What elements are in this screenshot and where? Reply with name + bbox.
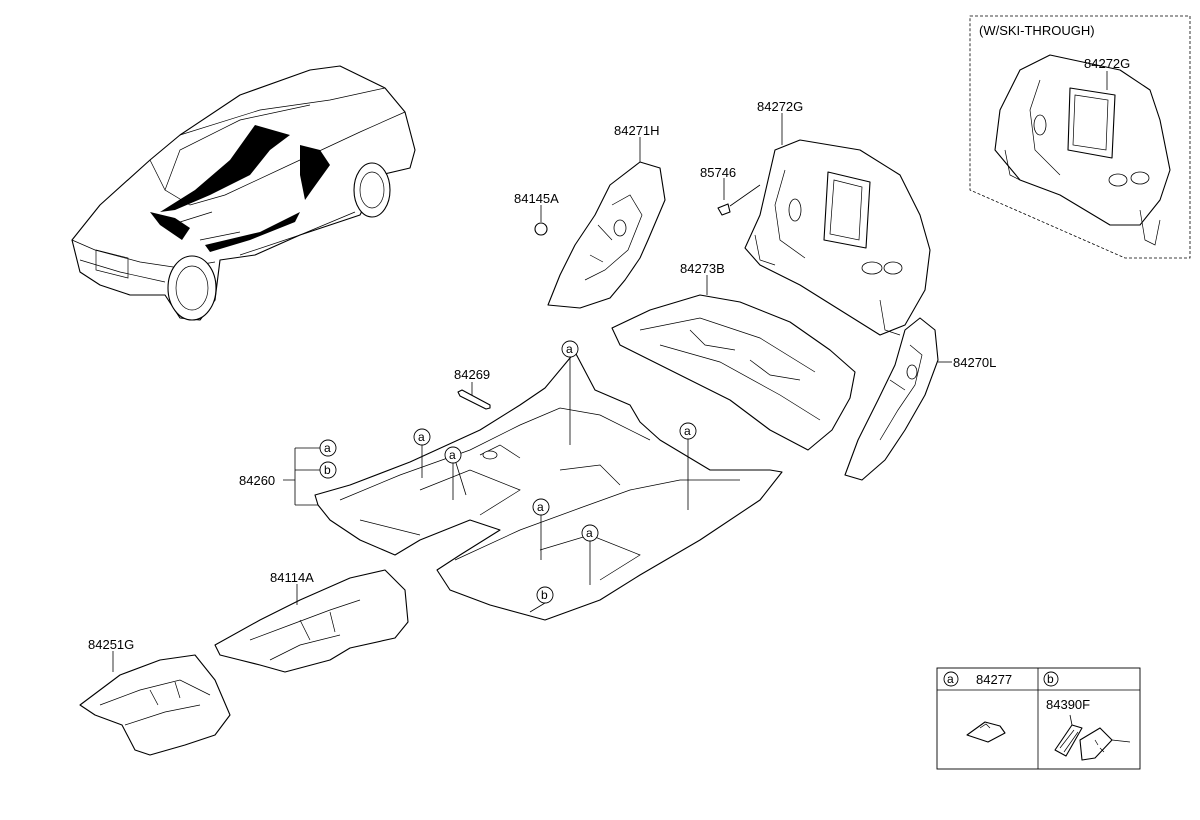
callout-a-5: a xyxy=(537,500,544,514)
part-84260-bracket: 84260 a b xyxy=(239,439,337,506)
vehicle-illustration xyxy=(71,65,416,321)
label-84272g: 84272G xyxy=(757,99,803,114)
fastener-84390f-icon xyxy=(1054,724,1083,757)
label-84269: 84269 xyxy=(454,367,490,382)
callout-a-legend: a xyxy=(324,441,331,455)
inset-title: (W/SKI-THROUGH) xyxy=(979,23,1095,38)
label-84270l: 84270L xyxy=(953,355,996,370)
part-84269: 84269 xyxy=(454,367,491,410)
part-84114a: 84114A xyxy=(214,569,409,673)
label-84114a: 84114A xyxy=(270,570,314,585)
callout-a-3: a xyxy=(449,448,456,462)
callout-a-4: a xyxy=(684,424,691,438)
legend-b-marker: b xyxy=(1047,672,1054,686)
part-84251g: 84251G xyxy=(79,637,231,756)
label-84145a: 84145A xyxy=(514,191,559,206)
callout-a-6: a xyxy=(586,526,593,540)
part-84272g: 84272G 85746 xyxy=(700,99,931,336)
clip-84277-icon xyxy=(966,721,1006,743)
label-84271h: 84271H xyxy=(614,123,660,138)
callout-b-1: b xyxy=(541,588,548,602)
part-84271h: 84271H 84145A xyxy=(514,123,666,309)
legend-b-code: 84390F xyxy=(1046,697,1090,712)
label-85746: 85746 xyxy=(700,165,736,180)
part-84260-carpet xyxy=(314,351,783,621)
label-84272g-inset: 84272G xyxy=(1084,56,1130,71)
legend-a-marker: a xyxy=(947,672,954,686)
label-84251g: 84251G xyxy=(88,637,134,652)
part-84273b: 84273B xyxy=(611,261,856,451)
callout-a-1: a xyxy=(566,342,573,356)
part-84270l: 84270L xyxy=(844,317,996,481)
carpet-callouts: a a a a a a b xyxy=(413,340,697,613)
legend-a-code: 84277 xyxy=(976,672,1012,687)
label-84260: 84260 xyxy=(239,473,275,488)
label-84273b: 84273B xyxy=(680,261,725,276)
callout-b-legend: b xyxy=(324,463,331,477)
ski-through-inset: (W/SKI-THROUGH) 84272G xyxy=(969,15,1191,259)
legend-table: a 84277 b 84390F xyxy=(936,667,1141,770)
callout-a-2: a xyxy=(418,430,425,444)
